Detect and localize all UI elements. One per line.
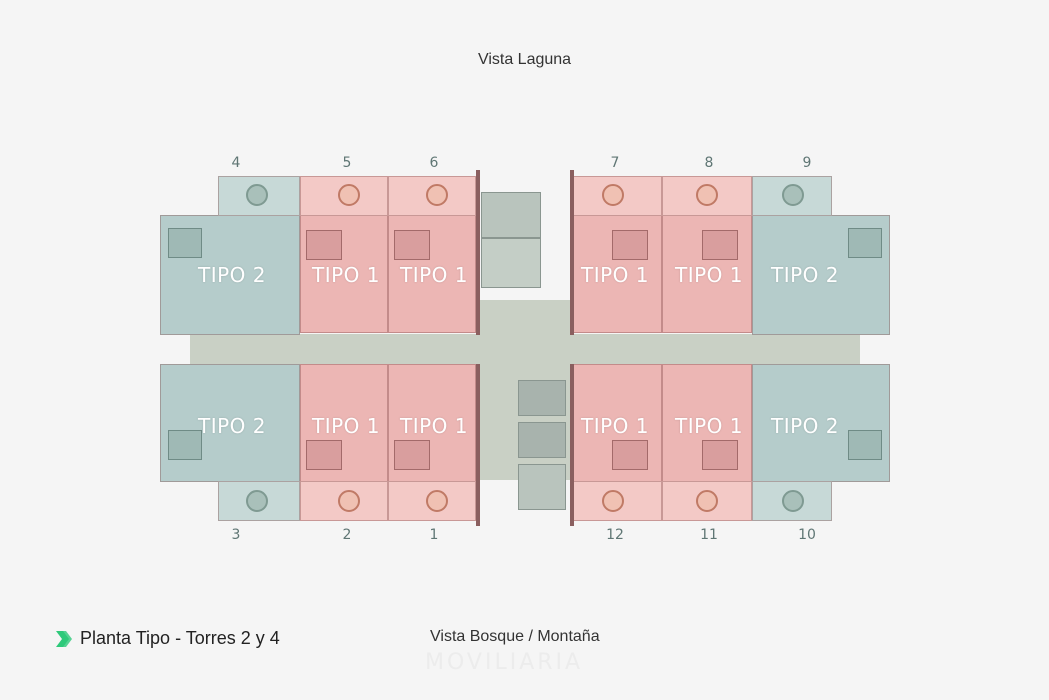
bed [306,230,342,260]
terrace-table [426,184,448,206]
terrace-table [246,184,268,206]
bed [168,228,202,258]
bed [612,440,648,470]
unit-number: 1 [429,527,439,543]
wall [476,170,480,335]
unit-type-label: TIPO 2 [198,414,266,438]
bed [848,430,882,460]
unit-type-label: TIPO 2 [771,414,839,438]
elevator-2 [518,422,566,458]
terrace-table [696,184,718,206]
unit-number: 3 [231,527,241,543]
unit-10[interactable] [752,364,890,482]
wall [476,364,480,526]
view-label-top: Vista Laguna [477,51,572,68]
unit-number: 11 [700,527,718,543]
unit-3[interactable] [160,364,300,482]
service-room [518,464,566,510]
bed [848,228,882,258]
unit-number: 2 [342,527,352,543]
unit-type-label: TIPO 1 [581,263,649,287]
bed [612,230,648,260]
terrace-table [246,490,268,512]
unit-2[interactable] [300,364,388,482]
terrace-table [426,490,448,512]
bed [394,230,430,260]
unit-number: 7 [610,155,620,171]
elevator-1 [518,380,566,416]
unit-type-label: TIPO 1 [400,414,468,438]
terrace-table [782,184,804,206]
legend: Planta Tipo - Torres 2 y 4 [56,628,280,649]
view-label-bottom: Vista Bosque / Montaña [430,628,600,645]
unit-number: 10 [798,527,816,543]
bed [702,440,738,470]
terrace-table [338,184,360,206]
unit-type-label: TIPO 1 [312,263,380,287]
bed [702,230,738,260]
terrace-table [782,490,804,512]
unit-type-label: TIPO 2 [198,263,266,287]
bed [168,430,202,460]
unit-1-terrace [388,481,476,521]
unit-number: 8 [704,155,714,171]
stair-landing [481,192,541,238]
stairwell [481,238,541,288]
unit-number: 4 [231,155,241,171]
unit-type-label: TIPO 1 [581,414,649,438]
unit-type-label: TIPO 1 [675,263,743,287]
unit-type-label: TIPO 2 [771,263,839,287]
terrace-table [696,490,718,512]
unit-number: 12 [606,527,624,543]
wall [570,364,574,526]
wall [570,170,574,335]
unit-number: 6 [429,155,439,171]
unit-number: 5 [342,155,352,171]
unit-type-label: TIPO 1 [312,414,380,438]
terrace-table [338,490,360,512]
terrace-table [602,184,624,206]
unit-number: 9 [802,155,812,171]
legend-label: Planta Tipo - Torres 2 y 4 [80,628,280,648]
unit-type-label: TIPO 1 [400,263,468,287]
bed [394,440,430,470]
watermark: MOVILIARIA [425,650,584,675]
terrace-table [602,490,624,512]
double-chevron-right-icon [56,630,72,647]
unit-type-label: TIPO 1 [675,414,743,438]
bed [306,440,342,470]
